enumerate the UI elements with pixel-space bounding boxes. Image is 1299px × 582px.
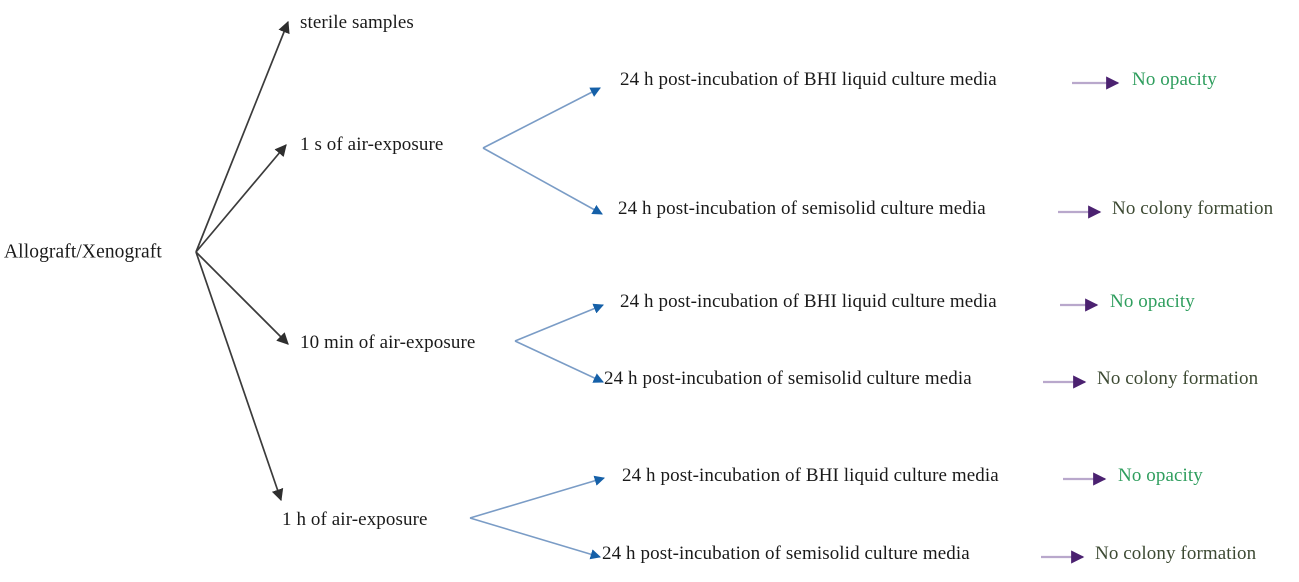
node-media-1h-bhi: 24 h post-incubation of BHI liquid cultu…	[622, 465, 999, 486]
node-media-10min-bhi: 24 h post-incubation of BHI liquid cultu…	[620, 291, 997, 312]
node-root: Allograft/Xenograft	[4, 241, 162, 263]
node-result-1h-semisolid: No colony formation	[1095, 543, 1257, 564]
edge-1s-to-semisolid	[482, 147, 603, 215]
node-result-10min-semisolid: No colony formation	[1097, 368, 1259, 389]
node-result-1s-bhi: No opacity	[1132, 69, 1217, 90]
fork-edges-1h	[469, 475, 605, 560]
node-stage-1h-air-exposure: 1 h of air-exposure	[282, 509, 428, 530]
node-result-1h-bhi: No opacity	[1118, 465, 1203, 486]
edge-1s-to-bhi	[482, 87, 601, 149]
edge-1h-to-semisolid	[469, 517, 601, 560]
node-media-1s-semisolid: 24 h post-incubation of semisolid cultur…	[618, 198, 986, 219]
result-edges	[1041, 76, 1120, 564]
node-stage-10min-air-exposure: 10 min of air-exposure	[300, 332, 476, 353]
edge-root-to-1h	[195, 251, 284, 502]
node-result-10min-bhi: No opacity	[1110, 291, 1195, 312]
node-media-1s-bhi: 24 h post-incubation of BHI liquid cultu…	[620, 69, 997, 90]
fork-edges-10min	[514, 303, 604, 383]
edge-root-to-1s	[195, 144, 287, 253]
edge-10min-to-semisolid	[514, 340, 604, 383]
node-stage-sterile-samples: sterile samples	[300, 12, 414, 33]
edge-root-to-sterile	[195, 20, 290, 253]
node-stage-1s-air-exposure: 1 s of air-exposure	[300, 134, 444, 155]
fork-edges-1s	[482, 87, 603, 215]
root-edges	[195, 20, 290, 502]
node-result-1s-semisolid: No colony formation	[1112, 198, 1274, 219]
edge-1h-to-bhi	[469, 475, 605, 519]
node-media-1h-semisolid: 24 h post-incubation of semisolid cultur…	[602, 543, 970, 564]
node-media-10min-semisolid: 24 h post-incubation of semisolid cultur…	[604, 368, 972, 389]
edge-10min-to-bhi	[514, 303, 604, 342]
edge-root-to-10min	[195, 251, 289, 345]
